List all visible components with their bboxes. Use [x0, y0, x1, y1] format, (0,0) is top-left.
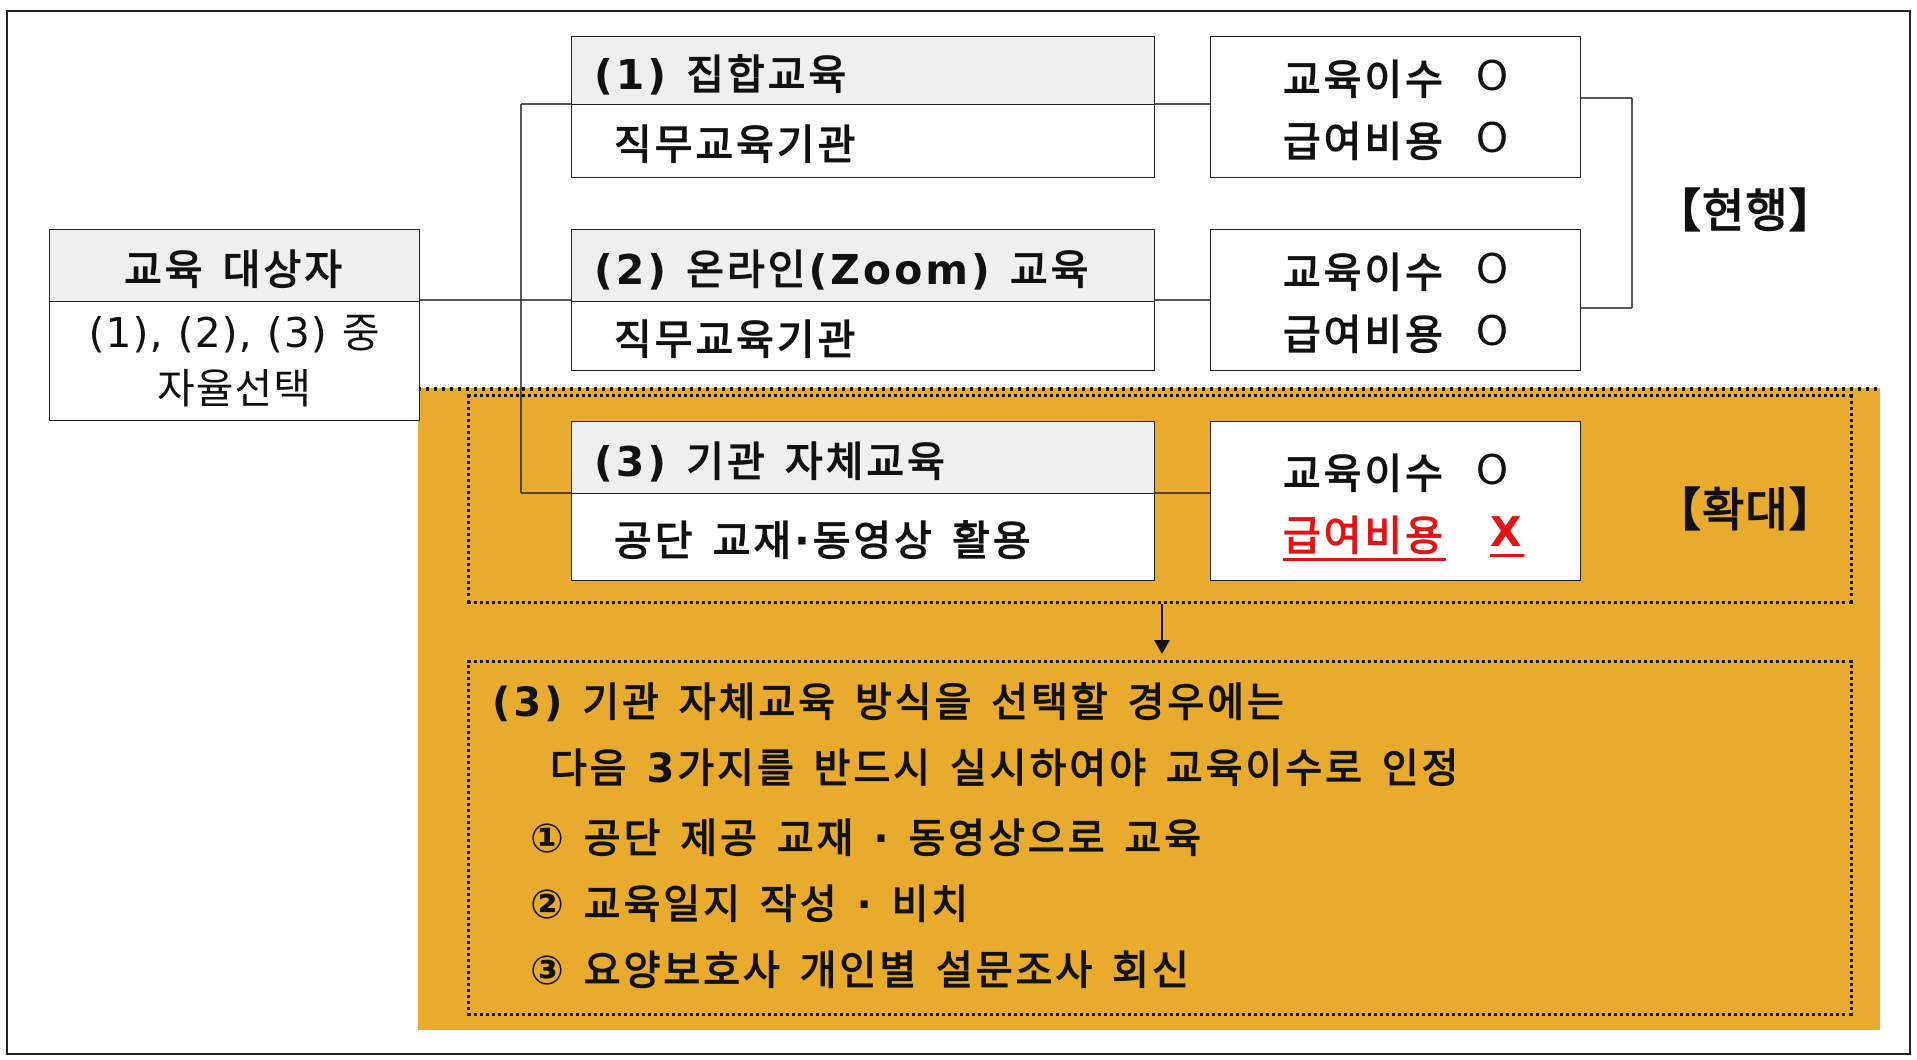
method-title: (1) 집합교육 [572, 37, 1154, 105]
note-item: ② 교육일지 작성 · 비치 [530, 882, 972, 928]
note-item: ③ 요양보호사 개인별 설문조사 회신 [530, 948, 1192, 994]
result-label: 급여비용 [1283, 311, 1446, 359]
result-box-1: 교육이수 O 급여비용 O [1210, 36, 1581, 178]
note-item: ① 공단 제공 교재 · 동영상으로 교육 [530, 816, 1205, 862]
result-mark: O [1475, 307, 1512, 355]
result-label: 교육이수 [1283, 249, 1446, 297]
diagram-frame [6, 10, 1911, 1055]
result-label: 급여비용 [1283, 118, 1446, 166]
result-label: 급여비용 [1283, 512, 1446, 560]
method-title: (3) 기관 자체교육 [572, 422, 1154, 494]
note-dotted-box [467, 660, 1853, 1016]
result-box-2: 교육이수 O 급여비용 O [1210, 229, 1581, 371]
result-mark: O [1475, 52, 1512, 100]
note-items: ① 공단 제공 교재 · 동영상으로 교육 ② 교육일지 작성 · 비치 ③ 요… [492, 806, 1461, 1004]
method-desc: 공단 교재·동영상 활용 [614, 517, 1034, 565]
result-row: 급여비용 O [1283, 300, 1580, 362]
result-mark: O [1475, 245, 1512, 293]
result-box-3: 교육이수 O 급여비용 X [1210, 421, 1581, 581]
target-box: 교육 대상자 (1), (2), (3) 중 자율선택 [49, 229, 420, 421]
method-desc: 직무교육기관 [614, 121, 859, 169]
result-mark: O [1475, 114, 1512, 162]
method-box-3: (3) 기관 자체교육 공단 교재·동영상 활용 [571, 421, 1155, 581]
expansion-dotted-box [467, 394, 1853, 604]
target-title: 교육 대상자 [50, 230, 419, 302]
method-box-2: (2) 온라인(Zoom) 교육 직무교육기관 [571, 229, 1155, 371]
result-label: 교육이수 [1283, 450, 1446, 498]
tag-expand: 【확대】 [1655, 483, 1836, 537]
note-line1: (3) 기관 자체교육 방식을 선택할 경우에는 [492, 680, 1287, 726]
note-line2: 다음 3가지를 반드시 실시하여야 교육이수로 인정 [550, 746, 1462, 792]
result-row: 급여비용 O [1283, 107, 1580, 169]
result-row: 교육이수 O [1283, 238, 1580, 300]
result-mark: O [1475, 446, 1512, 494]
method-desc: 직무교육기관 [614, 316, 859, 364]
method-box-1: (1) 집합교육 직무교육기관 [571, 36, 1155, 178]
result-row-negative: 급여비용 X [1283, 501, 1580, 563]
result-row: 교육이수 O [1283, 439, 1580, 501]
method-title: (2) 온라인(Zoom) 교육 [572, 230, 1154, 302]
target-choice: (1), (2), (3) 중 자율선택 [50, 302, 419, 419]
result-row: 교육이수 O [1283, 45, 1580, 107]
expansion-note: (3) 기관 자체교육 방식을 선택할 경우에는 다음 3가지를 반드시 실시하… [492, 670, 1461, 1004]
result-label: 교육이수 [1283, 56, 1446, 104]
target-choice-line1: (1), (2), (3) 중 [88, 308, 381, 357]
tag-current: 【현행】 [1655, 184, 1836, 238]
result-mark: X [1489, 508, 1525, 556]
target-choice-line2: 자율선택 [157, 364, 312, 413]
